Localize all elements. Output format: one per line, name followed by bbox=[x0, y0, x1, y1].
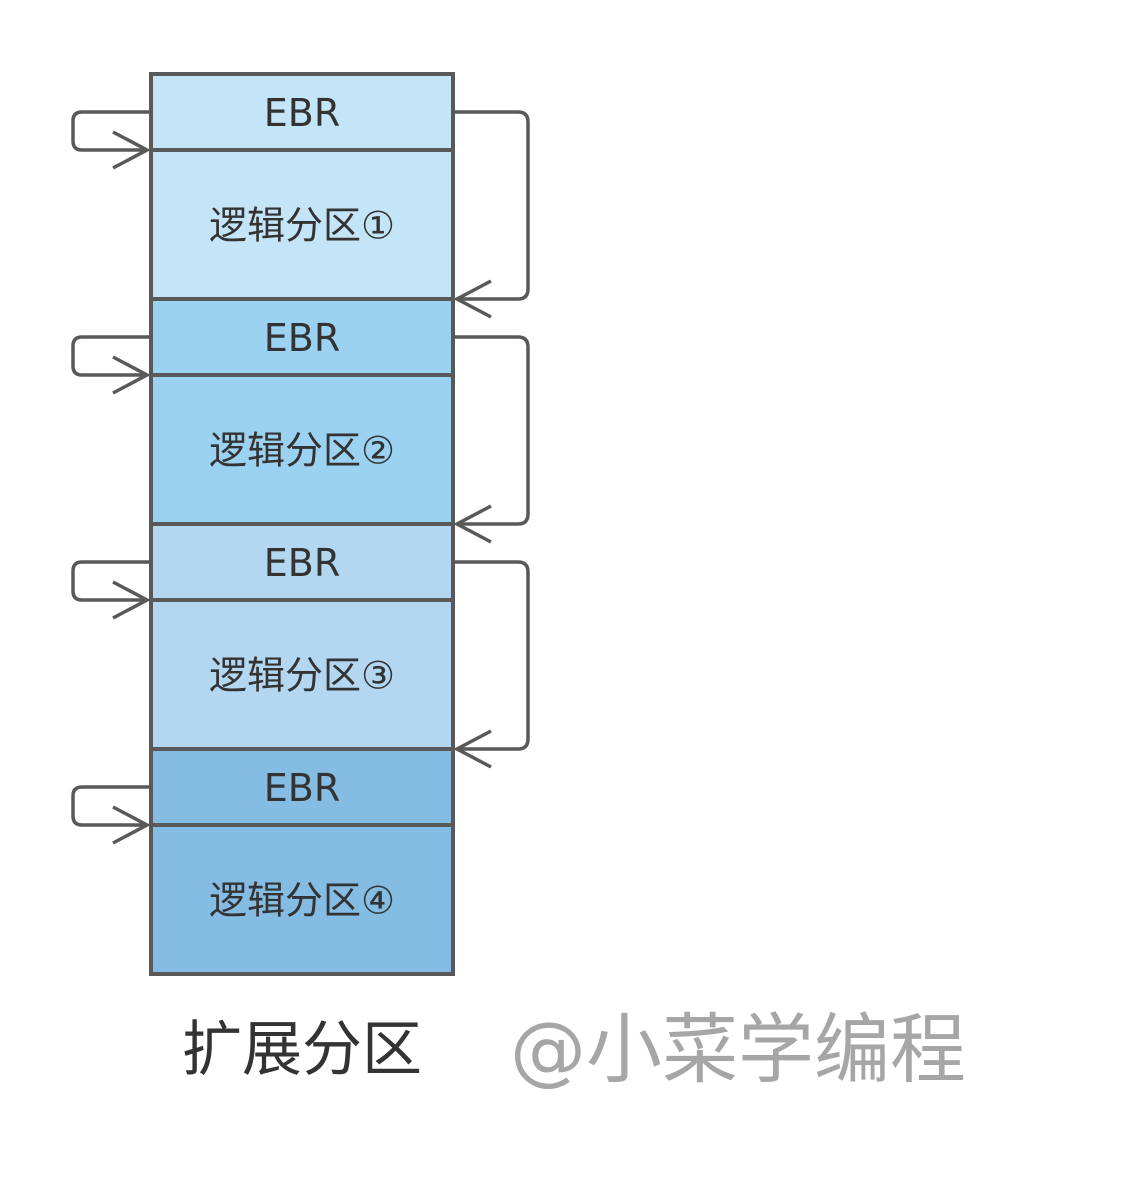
logical-partition-label-2: 逻辑分区② bbox=[209, 429, 395, 473]
ebr-label-1: EBR bbox=[264, 91, 340, 135]
watermark: @小菜学编程 bbox=[510, 1005, 966, 1094]
ebr-self-link-4 bbox=[71, 785, 151, 827]
logical-partition-block-1 bbox=[151, 150, 453, 299]
arrowhead-icon bbox=[112, 130, 151, 170]
ebr-block-4 bbox=[151, 749, 453, 825]
arrowhead-icon bbox=[453, 729, 492, 769]
ebr-label-2: EBR bbox=[264, 316, 340, 360]
ebr-chain-link-1 bbox=[453, 110, 530, 301]
partition-stack: EBR 逻辑分区① EBR 逻辑分区② EBR 逻辑分区③ EBR 逻辑分区④ bbox=[149, 72, 455, 976]
ebr-self-link-3 bbox=[71, 560, 151, 602]
logical-partition-label-1: 逻辑分区① bbox=[209, 204, 395, 248]
arrowhead-icon bbox=[112, 805, 151, 845]
logical-partition-label-4: 逻辑分区④ bbox=[209, 879, 395, 923]
ebr-chain-link-2 bbox=[453, 335, 530, 526]
ebr-label-3: EBR bbox=[264, 541, 340, 585]
ebr-block-3 bbox=[151, 524, 453, 600]
logical-partition-block-3 bbox=[151, 600, 453, 749]
ebr-self-link-1 bbox=[71, 110, 151, 152]
ebr-self-link-2 bbox=[71, 335, 151, 377]
ebr-block-1 bbox=[151, 74, 453, 150]
arrowhead-icon bbox=[453, 279, 492, 319]
link-arrows bbox=[71, 110, 530, 845]
ebr-chain-link-3 bbox=[453, 560, 530, 751]
logical-partition-block-2 bbox=[151, 375, 453, 524]
ebr-block-2 bbox=[151, 299, 453, 375]
logical-partition-label-3: 逻辑分区③ bbox=[209, 654, 395, 698]
extended-partition-caption: 扩展分区 bbox=[182, 1015, 422, 1085]
arrowhead-icon bbox=[112, 580, 151, 620]
arrowhead-icon bbox=[112, 355, 151, 395]
arrowhead-icon bbox=[453, 504, 492, 544]
ebr-label-4: EBR bbox=[264, 766, 340, 810]
logical-partition-block-4 bbox=[151, 825, 453, 974]
extended-partition-border bbox=[149, 72, 455, 976]
